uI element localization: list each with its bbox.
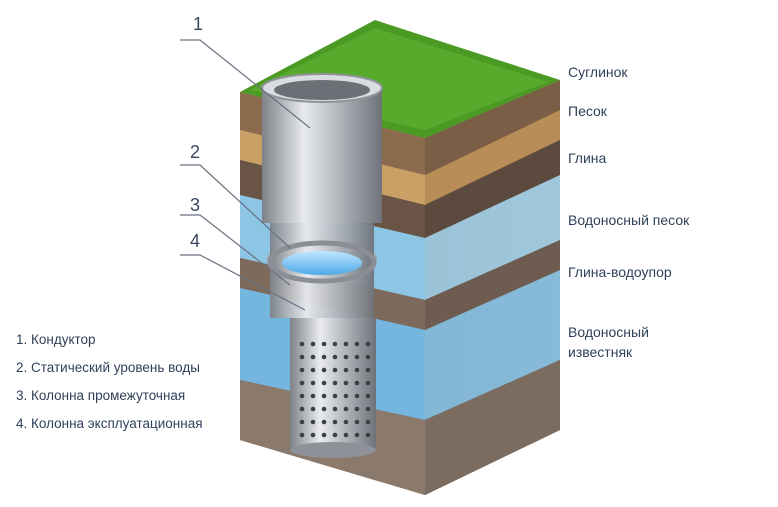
legend-item-3: 3. Колонна промежуточная [16,388,186,403]
legend-item-4: 4. Колонна эксплуатационная [16,416,203,431]
layer-label-aquiclude-clay: Глина-водоупор [568,264,672,280]
legend-item-1: 1. Кондуктор [16,332,96,347]
layer-label-sand: Песок [568,103,607,119]
layer-label-aquifer-limestone-1: Водоносный [568,324,649,340]
layer-label-aquifer-sand: Водоносный песок [568,212,690,228]
callout-number-1: 1 [193,14,204,34]
callout-number-2: 2 [190,142,201,162]
leader-lines [180,39,311,311]
layer-label-loam: Суглинок [568,64,628,80]
soil-side-face [425,80,560,495]
callout-number-4: 4 [190,231,201,251]
well-pipes [261,73,383,458]
layer-label-aquifer-limestone-2: известняк [568,344,633,360]
legend-item-2: 2. Статический уровень воды [16,360,200,375]
layer-label-clay: Глина [568,150,607,166]
callout-number-3: 3 [190,195,201,215]
